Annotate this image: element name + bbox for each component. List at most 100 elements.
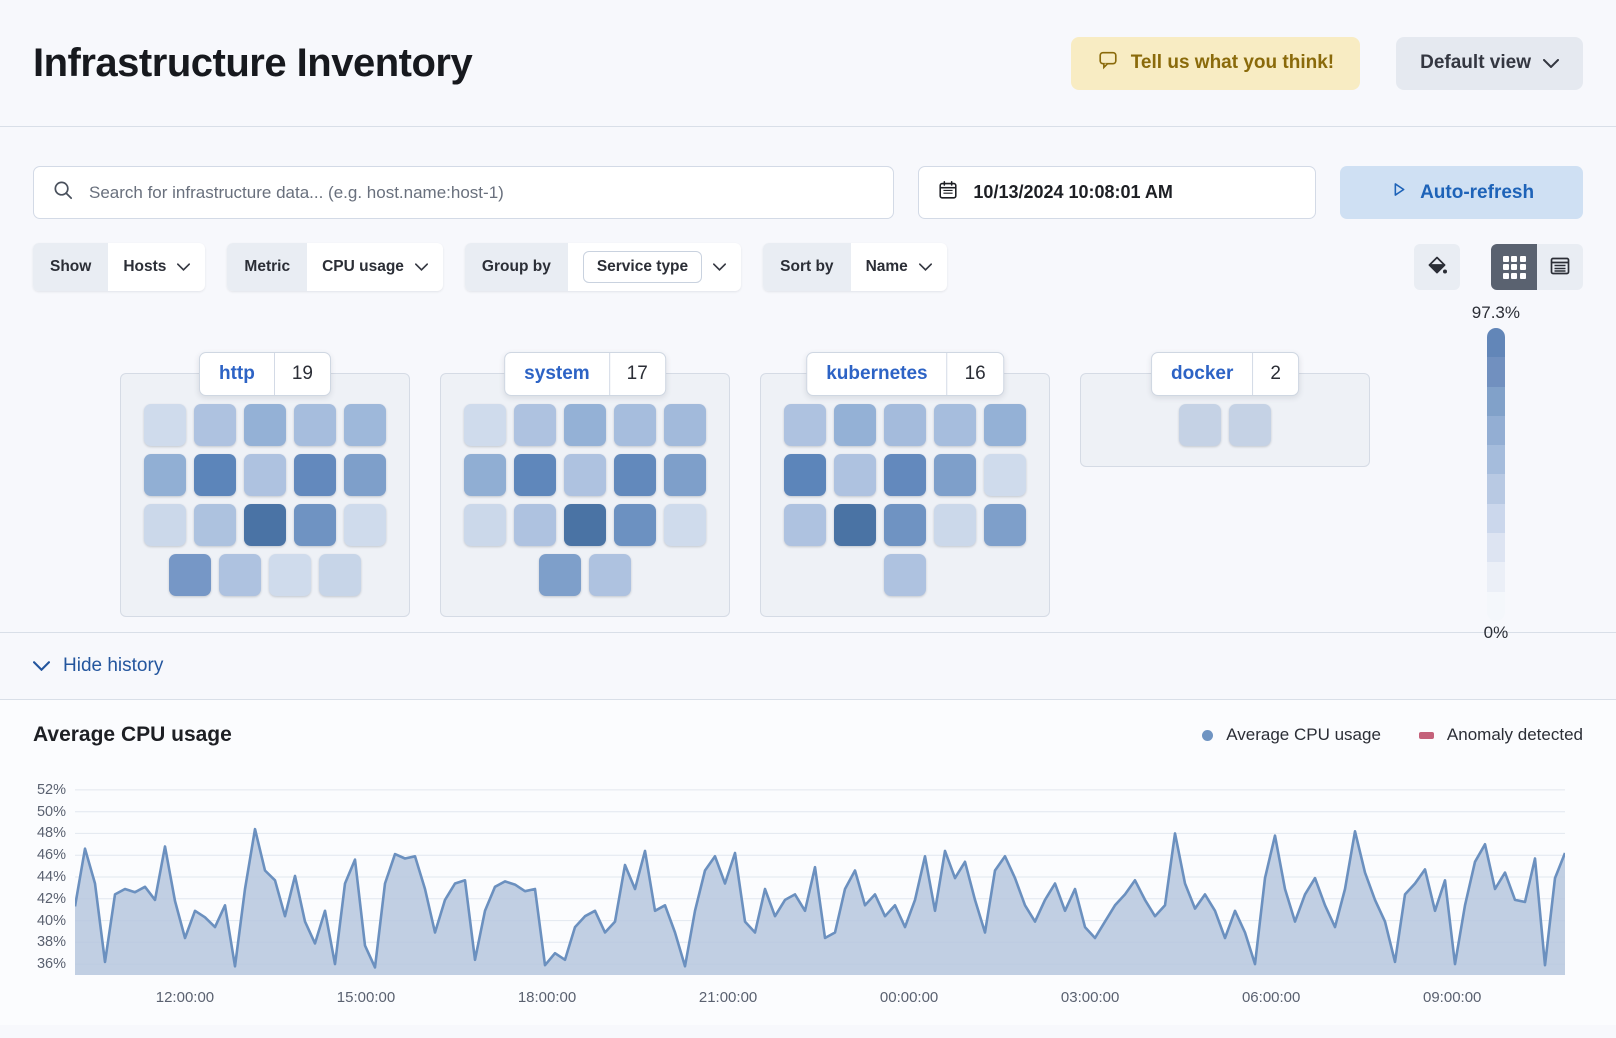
- host-tile[interactable]: [514, 504, 556, 546]
- host-tile[interactable]: [664, 404, 706, 446]
- host-tile[interactable]: [884, 404, 926, 446]
- host-tile[interactable]: [464, 454, 506, 496]
- host-tile[interactable]: [344, 404, 386, 446]
- group-by-filter-label: Group by: [464, 243, 568, 291]
- host-tile[interactable]: [884, 554, 926, 596]
- chart-plot-area[interactable]: [75, 779, 1565, 975]
- host-tile[interactable]: [614, 504, 656, 546]
- host-tile[interactable]: [144, 454, 186, 496]
- host-tile[interactable]: [194, 454, 236, 496]
- host-tile[interactable]: [464, 404, 506, 446]
- hide-history-link[interactable]: Hide history: [33, 655, 163, 677]
- x-axis-tick: 18:00:00: [517, 989, 577, 1006]
- host-tile[interactable]: [784, 504, 826, 546]
- host-tile[interactable]: [269, 554, 311, 596]
- sort-by-filter-label: Sort by: [763, 243, 851, 291]
- tile-grid: [784, 404, 1026, 596]
- host-tile[interactable]: [884, 504, 926, 546]
- host-tile[interactable]: [664, 454, 706, 496]
- host-tile[interactable]: [169, 554, 211, 596]
- history-toggle-bar: Hide history: [0, 632, 1616, 699]
- host-tile[interactable]: [319, 554, 361, 596]
- calendar-icon: [937, 179, 959, 206]
- host-tile[interactable]: [144, 504, 186, 546]
- host-tile[interactable]: [294, 404, 336, 446]
- table-view-toggle[interactable]: [1537, 244, 1583, 290]
- map-view-toggle[interactable]: [1491, 244, 1537, 290]
- x-axis-tick: 06:00:00: [1241, 989, 1301, 1006]
- host-tile[interactable]: [934, 404, 976, 446]
- auto-refresh-button[interactable]: Auto-refresh: [1340, 166, 1583, 219]
- date-time-value: 10/13/2024 10:08:01 AM: [973, 182, 1173, 202]
- host-tile[interactable]: [194, 504, 236, 546]
- host-tile[interactable]: [614, 404, 656, 446]
- group-name[interactable]: docker: [1171, 363, 1234, 384]
- host-tile[interactable]: [984, 454, 1026, 496]
- host-tile[interactable]: [984, 404, 1026, 446]
- host-tile[interactable]: [614, 454, 656, 496]
- badge-divider: [273, 353, 275, 395]
- host-tile[interactable]: [219, 554, 261, 596]
- x-axis-tick: 15:00:00: [336, 989, 396, 1006]
- host-tile[interactable]: [934, 504, 976, 546]
- host-tile[interactable]: [834, 454, 876, 496]
- host-tile[interactable]: [784, 404, 826, 446]
- view-selector-button[interactable]: Default view: [1396, 36, 1583, 90]
- host-tile[interactable]: [564, 404, 606, 446]
- legend-item-series[interactable]: Average CPU usage: [1202, 725, 1381, 745]
- host-tile[interactable]: [834, 504, 876, 546]
- host-tile[interactable]: [244, 454, 286, 496]
- group-name[interactable]: system: [524, 363, 590, 384]
- host-tile[interactable]: [664, 504, 706, 546]
- series-dot-icon: [1202, 729, 1214, 741]
- chevron-down-icon: [1543, 52, 1559, 74]
- host-tile[interactable]: [464, 504, 506, 546]
- host-tile[interactable]: [294, 454, 336, 496]
- host-tile[interactable]: [344, 504, 386, 546]
- host-tile[interactable]: [564, 504, 606, 546]
- search-input[interactable]: [89, 182, 876, 203]
- group-by-filter-value[interactable]: Service type: [582, 251, 703, 283]
- color-palette-button[interactable]: [1414, 244, 1460, 290]
- host-tile[interactable]: [1229, 404, 1271, 446]
- chevron-down-icon: [713, 263, 727, 271]
- metric-filter[interactable]: Metric CPU usage: [227, 243, 443, 291]
- badge-divider: [946, 353, 948, 395]
- host-tile[interactable]: [884, 454, 926, 496]
- host-tile[interactable]: [244, 504, 286, 546]
- host-tile[interactable]: [1179, 404, 1221, 446]
- host-tile[interactable]: [244, 404, 286, 446]
- host-tile[interactable]: [194, 404, 236, 446]
- feedback-button[interactable]: Tell us what you think!: [1070, 36, 1361, 90]
- tile-row: [784, 554, 1026, 596]
- page-header: Infrastructure Inventory Tell us what yo…: [0, 0, 1616, 127]
- host-tile[interactable]: [984, 504, 1026, 546]
- group-name[interactable]: kubernetes: [826, 363, 928, 384]
- host-tile[interactable]: [539, 554, 581, 596]
- group-by-filter[interactable]: Group by Service type: [464, 243, 742, 291]
- view-selector-label: Default view: [1420, 52, 1531, 73]
- host-tile[interactable]: [344, 454, 386, 496]
- host-tile[interactable]: [294, 504, 336, 546]
- host-tile[interactable]: [514, 404, 556, 446]
- host-tile[interactable]: [834, 404, 876, 446]
- host-tile[interactable]: [934, 454, 976, 496]
- host-tile[interactable]: [144, 404, 186, 446]
- tile-grid: [1104, 404, 1346, 446]
- host-tile[interactable]: [514, 454, 556, 496]
- sort-by-filter[interactable]: Sort by Name: [763, 243, 947, 291]
- host-tile[interactable]: [784, 454, 826, 496]
- search-box[interactable]: [33, 166, 895, 219]
- date-time-picker[interactable]: 10/13/2024 10:08:01 AM: [918, 166, 1317, 219]
- host-tile[interactable]: [589, 554, 631, 596]
- show-filter[interactable]: Show Hosts: [33, 243, 206, 291]
- group-name[interactable]: http: [218, 363, 255, 384]
- host-tile[interactable]: [564, 454, 606, 496]
- legend-item-anomaly[interactable]: Anomaly detected: [1418, 725, 1583, 745]
